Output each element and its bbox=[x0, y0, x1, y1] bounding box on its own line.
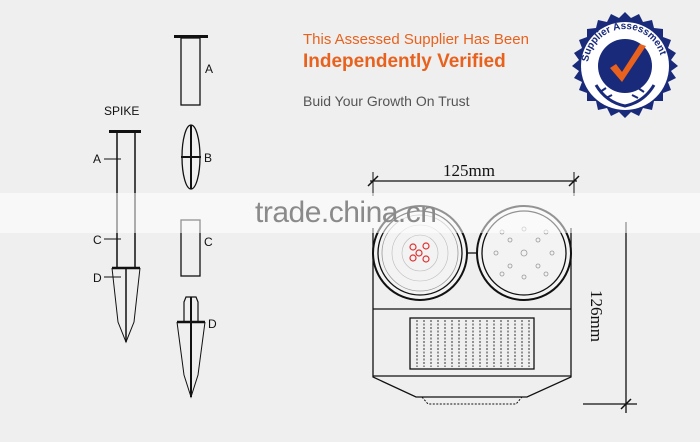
height-dimension: 126mm bbox=[587, 290, 606, 342]
assembled-label-a: A bbox=[93, 152, 102, 166]
part-label-c: C bbox=[204, 235, 213, 249]
check-seal-icon: Supplier Assessment bbox=[572, 12, 678, 118]
verified-heading-line2: Independently Verified bbox=[303, 51, 506, 72]
part-label-b: B bbox=[204, 151, 213, 165]
watermark-band bbox=[0, 193, 700, 233]
tagline: Buid Your Growth On Trust bbox=[303, 93, 470, 109]
assembled-label-d: D bbox=[93, 271, 102, 285]
assembled-label-c: C bbox=[93, 233, 102, 247]
verified-heading-line1: This Assessed Supplier Has Been bbox=[303, 31, 529, 48]
part-label-a: A bbox=[205, 62, 214, 76]
width-dimension: 125mm bbox=[443, 161, 495, 180]
supplier-assessment-badge: Supplier Assessment bbox=[566, 10, 684, 128]
spike-title: SPIKE bbox=[104, 104, 140, 118]
part-label-d: D bbox=[208, 317, 217, 331]
watermark: trade.china.cn bbox=[255, 196, 437, 229]
